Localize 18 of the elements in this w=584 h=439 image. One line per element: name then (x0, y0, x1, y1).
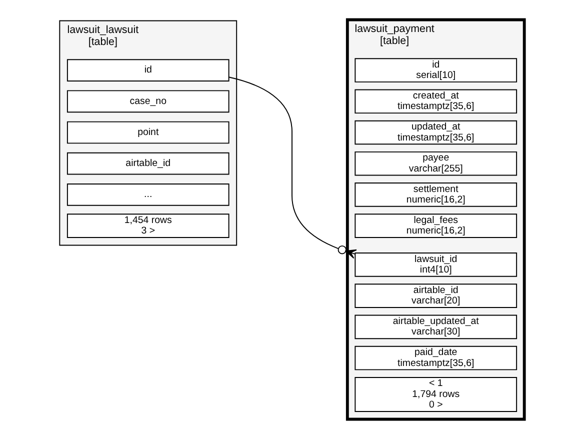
connector (228, 76, 357, 259)
node-box: < 1 1,794 rows 0 > (354, 376, 518, 412)
node-box: airtable_updated_at varchar[30] (354, 314, 518, 340)
node-box: id (66, 59, 230, 82)
node-box: settlement numeric[16,2] (354, 182, 518, 207)
node-box: payee varchar[255] (354, 151, 518, 176)
node-box: airtable_id (66, 152, 230, 175)
node-box: legal_fees numeric[16,2] (354, 214, 518, 238)
node-box: 1,454 rows 3 > (66, 214, 230, 238)
node-box: updated_at timestamptz[35,6] (354, 120, 518, 145)
node-box: ... (66, 184, 230, 206)
node-box: created_at timestamptz[35,6] (354, 89, 518, 114)
node-box: paid_date timestamptz[35,6] (354, 346, 518, 370)
node-box: id serial[10] (354, 58, 518, 82)
node-box: lawsuit_id int4[10] (354, 252, 518, 277)
node-box: case_no (66, 90, 230, 113)
node-box: airtable_id varchar[20] (354, 284, 518, 308)
node-box: point (66, 121, 230, 144)
